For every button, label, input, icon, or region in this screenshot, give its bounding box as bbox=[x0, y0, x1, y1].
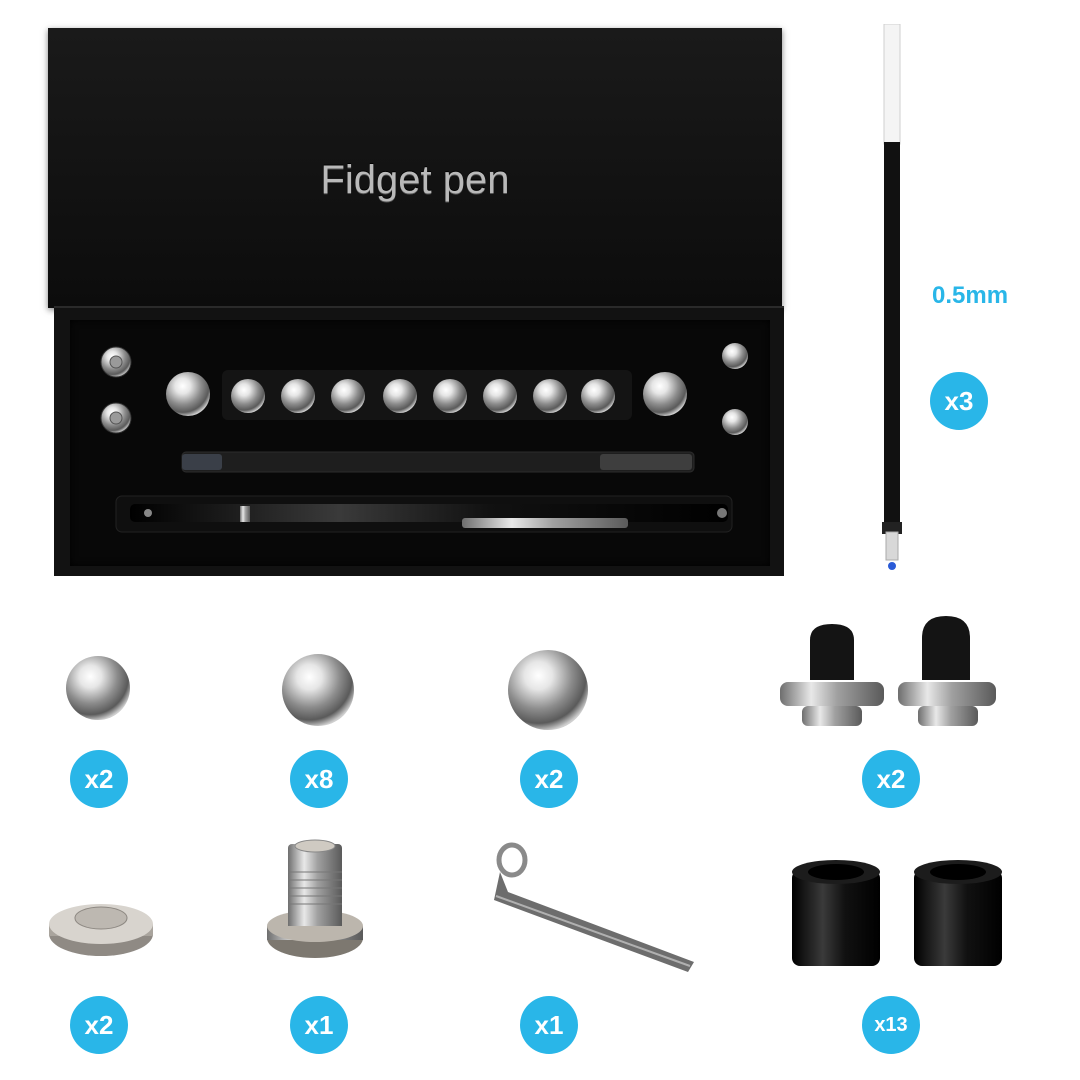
tray-cap-bottom bbox=[100, 402, 132, 434]
tray-refill-tip bbox=[182, 454, 222, 470]
tray-pen-connector bbox=[240, 506, 250, 522]
black-ring-count-badge: x13 bbox=[862, 996, 920, 1054]
black-ring-right bbox=[914, 860, 1002, 966]
silicone-tip-image bbox=[780, 610, 1000, 745]
tray-pen-end bbox=[144, 509, 152, 517]
tray-inner bbox=[70, 320, 770, 566]
pen-clip-image bbox=[482, 840, 704, 985]
tray-ball bbox=[533, 379, 567, 413]
tray-pen-body bbox=[130, 504, 728, 522]
large-ball-count-badge: x2 bbox=[520, 750, 578, 808]
magnet-cap-count-badge: x2 bbox=[70, 996, 128, 1054]
tray-ball-slot bbox=[222, 370, 632, 420]
refill-clear-top bbox=[883, 23, 901, 145]
medium-ball-image bbox=[278, 650, 358, 735]
magnet-cap-image bbox=[46, 900, 156, 965]
tray-small-ball-top bbox=[722, 343, 748, 369]
tray-pen-clip bbox=[462, 518, 628, 528]
large-ball-image bbox=[504, 646, 592, 739]
medium-ball-count-badge: x8 bbox=[290, 750, 348, 808]
tray-pen-end bbox=[717, 508, 727, 518]
tray-ball bbox=[483, 379, 517, 413]
small-ball-count-badge: x2 bbox=[70, 750, 128, 808]
silicone-tip-right bbox=[898, 616, 996, 726]
tray-ball bbox=[383, 379, 417, 413]
threaded-connector-count-badge: x1 bbox=[290, 996, 348, 1054]
pen-clip-count-badge: x1 bbox=[520, 996, 578, 1054]
tray-ball bbox=[231, 379, 265, 413]
refill-ink-tube bbox=[884, 142, 900, 524]
refill-tip bbox=[888, 562, 896, 570]
tray-contents bbox=[100, 343, 748, 533]
tray-ball bbox=[433, 379, 467, 413]
tray-large-ball-right bbox=[643, 372, 687, 416]
black-ring-left bbox=[792, 860, 880, 966]
small-ball-image bbox=[62, 652, 134, 729]
tray-ball bbox=[281, 379, 315, 413]
tray-ball bbox=[581, 379, 615, 413]
silicone-tip-left bbox=[780, 624, 884, 726]
tray-refill-end bbox=[600, 454, 692, 470]
tray-cap-top bbox=[100, 346, 132, 378]
refill-image bbox=[862, 23, 922, 589]
refill-collar bbox=[882, 522, 902, 534]
gift-box-lid: Fidget pen bbox=[48, 28, 782, 308]
threaded-connector-image bbox=[262, 838, 368, 973]
refill-count-badge: x3 bbox=[930, 372, 988, 430]
gift-box-tray bbox=[54, 306, 784, 576]
tray-large-ball-left bbox=[166, 372, 210, 416]
refill-tip-housing bbox=[885, 531, 899, 561]
refill-size-label: 0.5mm bbox=[932, 282, 1009, 309]
tray-ball bbox=[331, 379, 365, 413]
black-ring-image bbox=[790, 856, 1010, 981]
box-title: Fidget pen bbox=[320, 158, 510, 202]
tray-small-ball-bottom bbox=[722, 409, 748, 435]
silicone-tip-count-badge: x2 bbox=[862, 750, 920, 808]
